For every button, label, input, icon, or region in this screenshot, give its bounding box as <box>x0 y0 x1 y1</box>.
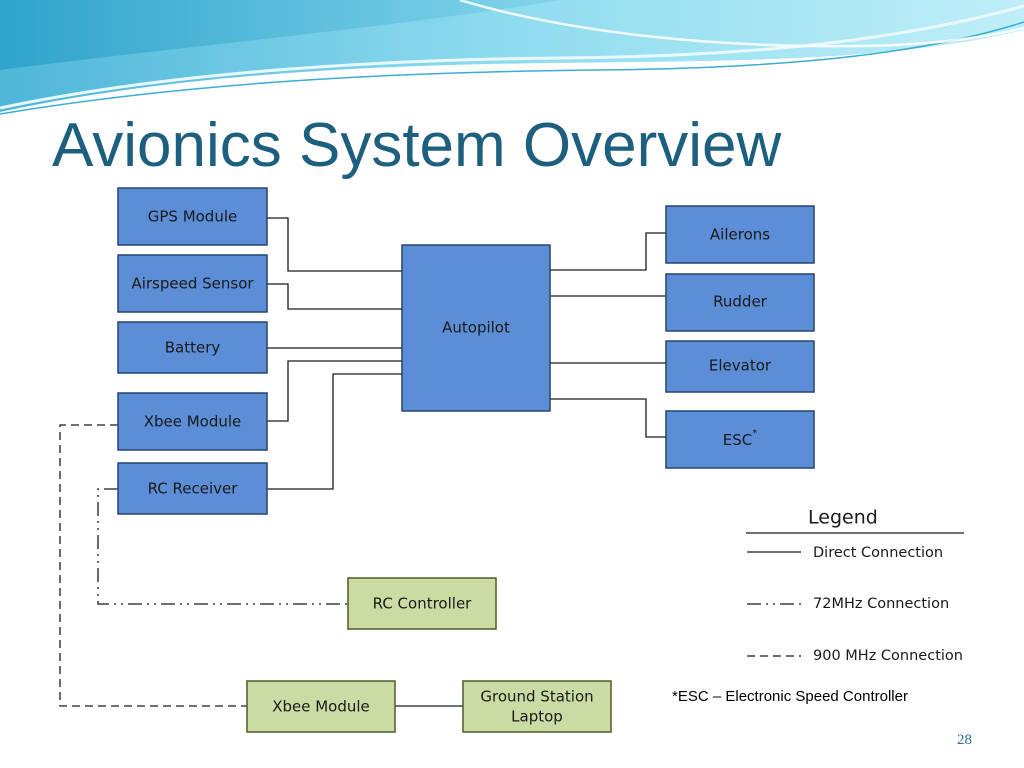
airspeed-to-autopilot-line <box>267 283 402 310</box>
rc-controller-box: RC Controller <box>347 577 497 630</box>
legend-title: Legend <box>808 507 878 529</box>
esc-label-text: ESC <box>723 431 752 449</box>
page-number: 28 <box>957 732 972 748</box>
airspeed-sensor-label: Airspeed Sensor <box>131 275 254 293</box>
legend: Legend Direct Connection 72MHz Connectio… <box>746 507 964 664</box>
autopilot-to-esc-line <box>550 398 666 438</box>
gps-module-label: GPS Module <box>148 208 238 226</box>
esc-box: ESC* <box>665 410 815 469</box>
ground-station-label-line2: Laptop <box>511 708 563 726</box>
xbee-module-ground-box: Xbee Module <box>246 680 396 733</box>
rudder-label: Rudder <box>713 293 768 311</box>
battery-box: Battery <box>117 321 268 374</box>
legend-direct-label: Direct Connection <box>813 545 943 561</box>
direct-connection-lines <box>267 217 666 707</box>
rc-receiver-box: RC Receiver <box>117 462 268 515</box>
elevator-box: Elevator <box>665 340 815 393</box>
elevator-label: Elevator <box>709 357 772 375</box>
legend-900mhz-label: 900 MHz Connection <box>813 648 963 664</box>
ground-station-label-line1: Ground Station <box>480 688 593 706</box>
gps-module-box: GPS Module <box>117 187 268 246</box>
autopilot-label: Autopilot <box>442 319 510 337</box>
ailerons-label: Ailerons <box>710 226 770 244</box>
header-wave-decoration <box>0 0 1024 115</box>
rc-receiver-label: RC Receiver <box>148 480 239 498</box>
ground-station-laptop-box: Ground Station Laptop <box>462 680 612 733</box>
xbee-to-autopilot-line <box>267 360 402 422</box>
esc-footnote: *ESC – Electronic Speed Controller <box>672 688 908 705</box>
xbee-900mhz-link-line <box>59 424 247 707</box>
legend-72mhz-label: 72MHz Connection <box>813 596 949 612</box>
autopilot-box: Autopilot <box>401 244 551 412</box>
xbee-module-onboard-label: Xbee Module <box>144 413 242 431</box>
autopilot-to-ailerons-line <box>550 232 666 271</box>
ailerons-box: Ailerons <box>665 205 815 264</box>
rc-72mhz-link-line <box>97 488 348 605</box>
xbee-module-onboard-box: Xbee Module <box>117 392 268 451</box>
gps-to-autopilot-line <box>267 217 402 272</box>
esc-label: ESC* <box>723 428 757 449</box>
rc-receiver-to-autopilot-line <box>267 373 402 490</box>
esc-footnote-marker: * <box>752 428 757 439</box>
rc-controller-label: RC Controller <box>373 595 473 613</box>
battery-label: Battery <box>165 339 221 357</box>
rudder-box: Rudder <box>665 273 815 332</box>
xbee-module-ground-label: Xbee Module <box>272 698 370 716</box>
airspeed-sensor-box: Airspeed Sensor <box>117 254 268 313</box>
slide-title: Avionics System Overview <box>52 111 782 180</box>
